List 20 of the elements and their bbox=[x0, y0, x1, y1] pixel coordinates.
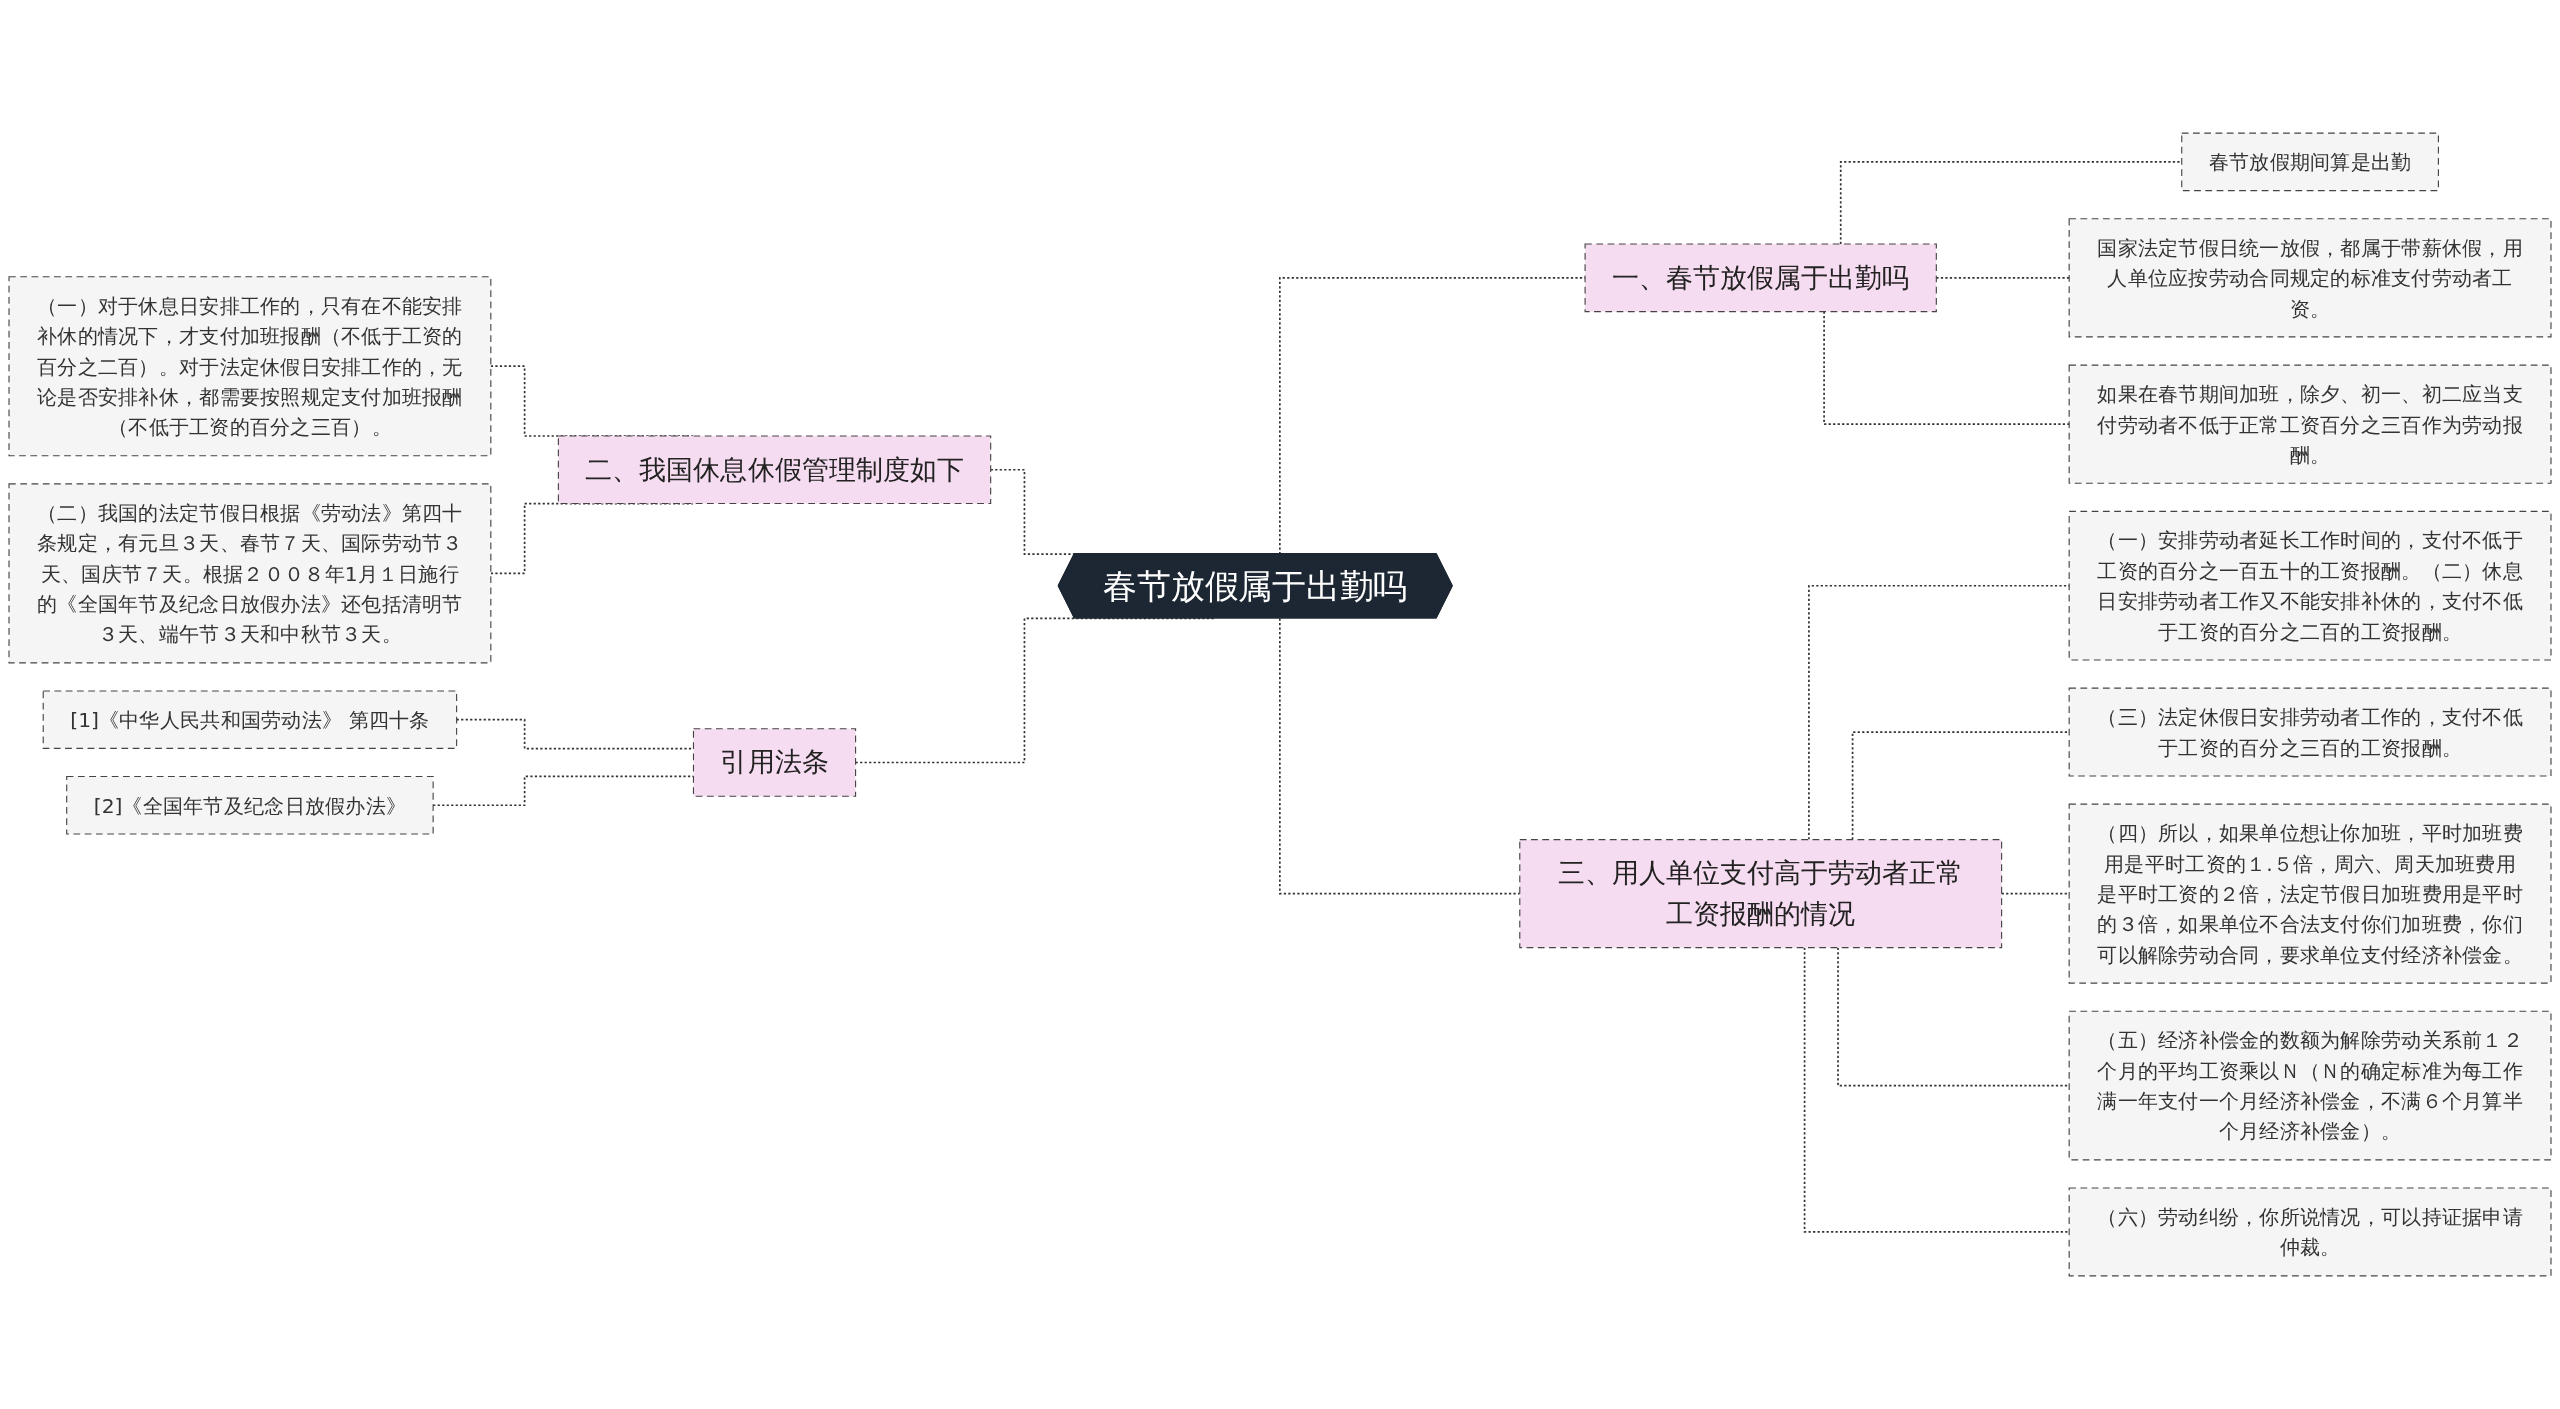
node-box: [1]《中华人民共和国劳动法》 第四十条 bbox=[42, 690, 458, 749]
node-box: 春节放假期间算是出勤 bbox=[2181, 132, 2439, 192]
connector bbox=[1851, 731, 2070, 841]
node-box: （一）安排劳动者延长工作时间的，支付不低于工资的百分之一百五十的工资报酬。（二）休息日安排劳动者工作又不能安排补休的，支付不低于工资的百分之二百的工资报酬。 bbox=[2068, 510, 2552, 661]
node-box: （三）法定休假日安排劳动者工作的，支付不低于工资的百分之三百的工资报酬。 bbox=[2068, 687, 2552, 777]
node-box: （四）所以，如果单位想让你加班，平时加班费用是平时工资的１.５倍，周六、周天加班费用是平时工资的２倍，法定节假日加班费用是平时的３倍，如果单位不合法支付你们加班费，你们可以解除劳动合同，要求单位支付经济补偿金。 bbox=[2068, 803, 2552, 984]
connector bbox=[1837, 946, 2070, 1087]
node-box: （六）劳动纠纷，你所说情况，可以持证据申请仲裁。 bbox=[2068, 1187, 2552, 1277]
node-box: 如果在春节期间加班，除夕、初一、初二应当支付劳动者不低于正常工资百分之三百作为劳动报酬。 bbox=[2068, 364, 2552, 484]
node-box: 二、我国休息休假管理制度如下 bbox=[557, 435, 992, 505]
connector bbox=[1808, 584, 2070, 841]
node-box: 一、春节放假属于出勤吗 bbox=[1584, 243, 1937, 313]
node-box: [2]《全国年节及纪念日放假办法》 bbox=[66, 776, 434, 835]
connector bbox=[1803, 946, 2070, 1233]
node-box: （一）对于休息日安排工作的，只有在不能安排补休的情况下，才支付加班报酬（不低于工资的百分之二百）。对于法定休假日安排工作的，无论是否安排补休，都需要按照规定支付加班报酬（不低于工资的百分之三百）。 bbox=[8, 276, 492, 457]
node-box: 国家法定节假日统一放假，都属于带薪休假，用人单位应按劳动合同规定的标准支付劳动者工资。 bbox=[2068, 218, 2552, 338]
node-box: 三、用人单位支付高于劳动者正常工资报酬的情况 bbox=[1519, 839, 2003, 949]
node-box: （二）我国的法定节假日根据《劳动法》第四十条规定，有元旦３天、春节７天、国际劳动节３天、国庆节７天。根据２００８年1月１日施行的《全国年节及纪念日放假办法》还包括清明节３天、端午节３天和中秋节３天。 bbox=[8, 483, 492, 664]
node-box: （五）经济补偿金的数额为解除劳动关系前１２个月的平均工资乘以Ｎ（Ｎ的确定标准为每工作满一年支付一个月经济补偿金，不满６个月算半个月经济补偿金）。 bbox=[2068, 1010, 2552, 1161]
node-box: 引用法条 bbox=[692, 728, 857, 797]
